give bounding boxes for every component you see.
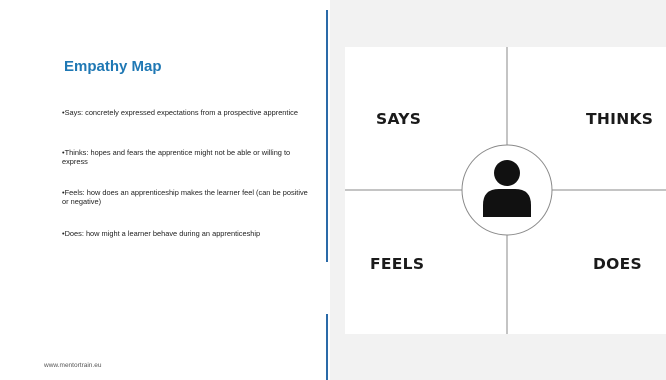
quadrant-feels: FEELS — [370, 255, 425, 273]
bullet-thinks: •Thinks: hopes and fears the apprentice … — [62, 148, 291, 167]
user-icon — [483, 160, 531, 217]
quadrant-says: SAYS — [376, 110, 422, 128]
quadrant-thinks: THINKS — [586, 110, 654, 128]
divider-upper — [326, 10, 328, 262]
empathy-map-grid — [345, 47, 666, 334]
bullet-does: •Does: how might a learner behave during… — [62, 229, 261, 238]
divider-lower — [326, 314, 328, 380]
empathy-map: SAYS THINKS FEELS DOES — [345, 47, 666, 334]
text-panel: Empathy Map •Says: concretely expressed … — [0, 0, 327, 380]
footer-url: www.mentortrain.eu — [44, 362, 102, 369]
slide-title: Empathy Map — [64, 58, 162, 75]
bullet-feels: •Feels: how does an apprenticeship makes… — [62, 188, 308, 207]
bullet-says: •Says: concretely expressed expectations… — [62, 108, 298, 117]
quadrant-does: DOES — [593, 255, 642, 273]
